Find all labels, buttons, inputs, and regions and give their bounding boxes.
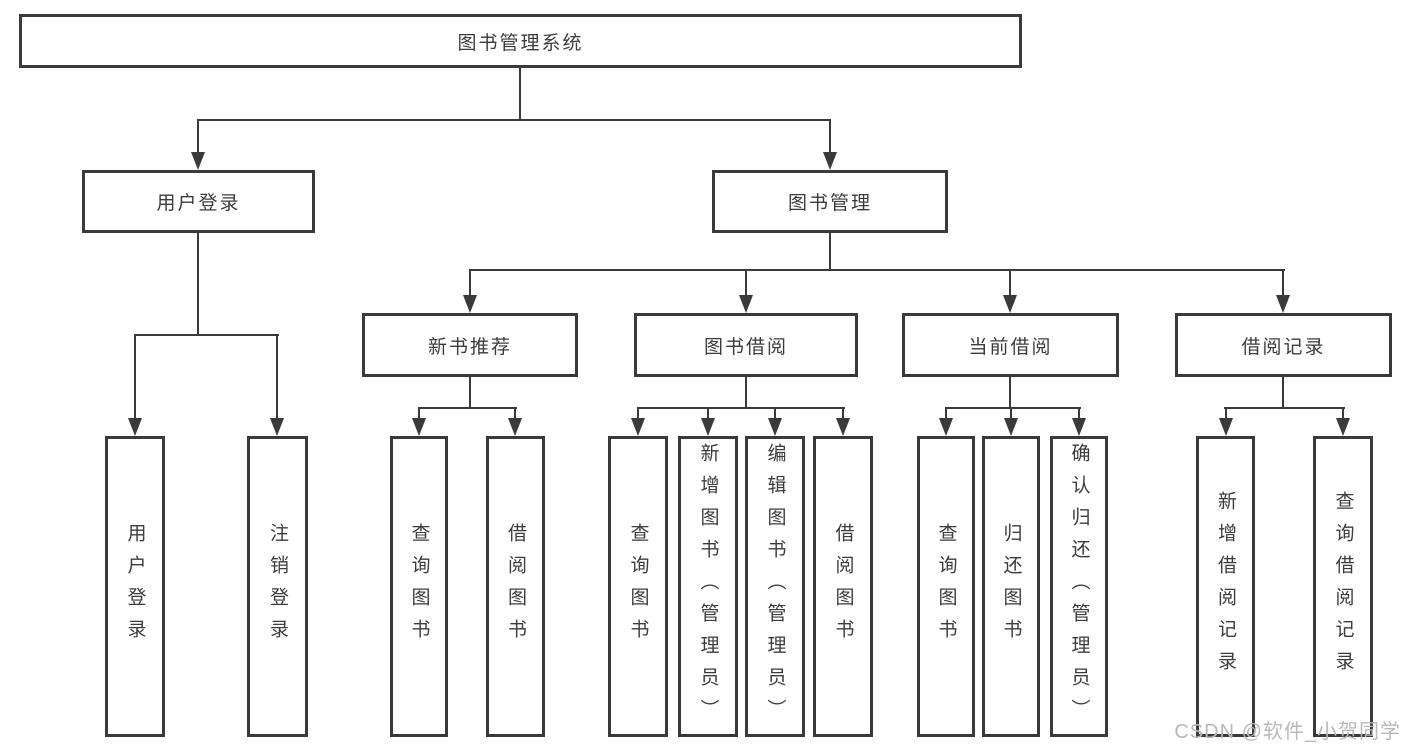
leaf-label: 新增图书（管理员） xyxy=(697,442,719,731)
arrowhead-down-icon xyxy=(508,418,522,436)
arrowhead-down-icon xyxy=(768,418,782,436)
connector-line xyxy=(829,119,831,154)
arrowhead-down-icon xyxy=(191,152,205,170)
node-label: 图书借阅 xyxy=(703,336,788,358)
connector-line xyxy=(1342,407,1344,421)
leaf-label: 用户登录 xyxy=(124,522,146,651)
connector-line xyxy=(514,407,516,421)
arrowhead-down-icon xyxy=(1003,295,1017,313)
leaf-label: 注销登录 xyxy=(267,522,288,651)
connector-line xyxy=(1224,407,1345,409)
leaf-query-books-borrowing: 查询图书 xyxy=(608,436,668,737)
leaf-label: 查询图书 xyxy=(627,522,649,651)
leaf-query-books-current: 查询图书 xyxy=(917,436,975,737)
leaf-borrow-books-recommend: 借阅图书 xyxy=(486,436,545,737)
connector-line xyxy=(1282,269,1284,297)
connector-line xyxy=(1009,269,1011,297)
leaf-user-login: 用户登录 xyxy=(105,436,165,737)
arrowhead-down-icon xyxy=(1336,418,1350,436)
connector-line xyxy=(707,407,709,421)
connector-line xyxy=(829,233,831,271)
leaf-label: 查询借阅记录 xyxy=(1332,490,1354,683)
connector-line xyxy=(1009,377,1011,409)
connector-line xyxy=(134,334,136,419)
leaf-label: 借阅图书 xyxy=(505,522,526,651)
node-current-borrowing: 当前借阅 xyxy=(902,313,1119,377)
connector-line xyxy=(637,407,845,409)
node-label: 用户登录 xyxy=(156,193,241,214)
arrowhead-down-icon xyxy=(701,418,715,436)
leaf-label: 确认归还（管理员） xyxy=(1068,442,1090,731)
node-book-management: 图书管理 xyxy=(712,170,948,233)
leaf-return-books: 归还图书 xyxy=(982,436,1040,737)
arrowhead-down-icon xyxy=(836,418,850,436)
connector-line xyxy=(945,407,1081,409)
node-borrowing-records: 借阅记录 xyxy=(1175,313,1392,377)
arrowhead-down-icon xyxy=(739,295,753,313)
leaf-query-borrow-record: 查询借阅记录 xyxy=(1313,436,1373,737)
connector-line xyxy=(469,269,471,297)
leaf-borrow-books: 借阅图书 xyxy=(813,436,873,737)
connector-line xyxy=(1078,407,1080,421)
connector-line xyxy=(197,119,199,154)
arrowhead-down-icon xyxy=(823,152,837,170)
node-label: 当前借阅 xyxy=(968,336,1053,358)
connector-line xyxy=(469,377,471,409)
arrowhead-down-icon xyxy=(1072,418,1086,436)
node-label: 新书推荐 xyxy=(427,336,512,358)
connector-line xyxy=(469,269,1285,271)
connector-line xyxy=(134,334,279,336)
arrowhead-down-icon xyxy=(270,418,284,436)
node-label: 图书管理系统 xyxy=(457,32,584,54)
leaf-label: 新增借阅记录 xyxy=(1215,490,1236,683)
leaf-label: 编辑图书（管理员） xyxy=(764,442,786,731)
leaf-label: 查询图书 xyxy=(935,522,957,651)
connector-line xyxy=(1225,407,1227,421)
node-library-system: 图书管理系统 xyxy=(19,14,1022,68)
arrowhead-down-icon xyxy=(1219,418,1233,436)
arrowhead-down-icon xyxy=(463,295,477,313)
connector-line xyxy=(519,68,521,121)
arrowhead-down-icon xyxy=(939,418,953,436)
connector-line xyxy=(276,334,278,419)
connector-line xyxy=(842,407,844,421)
leaf-confirm-return-admin: 确认归还（管理员） xyxy=(1050,436,1108,737)
watermark-text: CSDN @软件_小贺同学 xyxy=(1174,721,1401,743)
connector-line xyxy=(745,377,747,409)
arrowhead-down-icon xyxy=(412,418,426,436)
connector-line xyxy=(745,269,747,297)
connector-line xyxy=(197,233,199,336)
leaf-add-book-admin: 新增图书（管理员） xyxy=(678,436,738,737)
arrowhead-down-icon xyxy=(631,418,645,436)
leaf-add-borrow-record: 新增借阅记录 xyxy=(1196,436,1255,737)
leaf-query-books-recommend: 查询图书 xyxy=(390,436,448,737)
connector-line xyxy=(418,407,420,421)
node-book-borrowing: 图书借阅 xyxy=(634,313,858,377)
leaf-label: 查询图书 xyxy=(408,522,430,651)
connector-line xyxy=(418,407,517,409)
connector-line xyxy=(1282,377,1284,409)
node-user-login: 用户登录 xyxy=(82,170,315,233)
connector-line xyxy=(1010,407,1012,421)
connector-line xyxy=(774,407,776,421)
arrowhead-down-icon xyxy=(128,418,142,436)
leaf-edit-book-admin: 编辑图书（管理员） xyxy=(745,436,805,737)
arrowhead-down-icon xyxy=(1276,295,1290,313)
node-label: 借阅记录 xyxy=(1241,336,1326,358)
node-new-book-recommend: 新书推荐 xyxy=(362,313,578,377)
node-label: 图书管理 xyxy=(787,193,872,214)
leaf-logout: 注销登录 xyxy=(247,436,308,737)
leaf-label: 归还图书 xyxy=(1000,522,1022,651)
connector-line xyxy=(945,407,947,421)
leaf-label: 借阅图书 xyxy=(832,522,854,651)
connector-line xyxy=(197,119,831,121)
connector-line xyxy=(637,407,639,421)
arrowhead-down-icon xyxy=(1004,418,1018,436)
